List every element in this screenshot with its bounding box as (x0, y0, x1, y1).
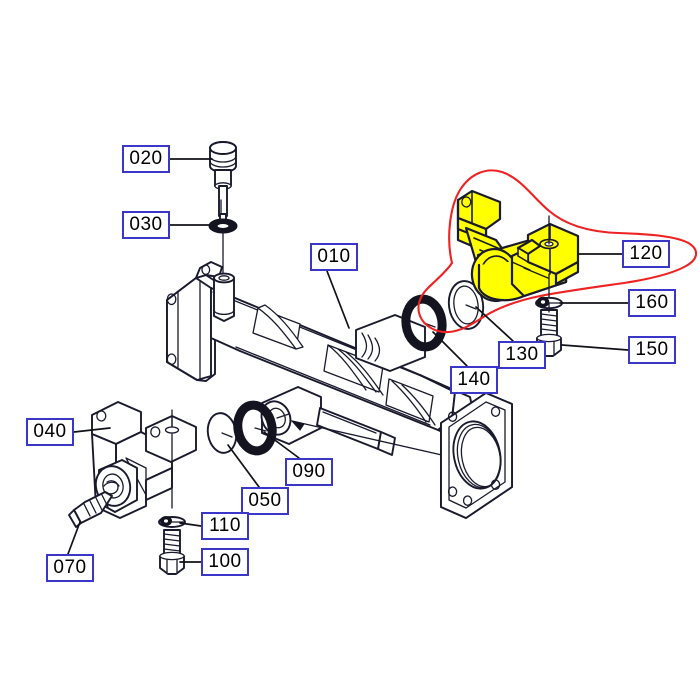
callout-110[interactable]: 110 (201, 512, 249, 540)
leader-040 (73, 427, 111, 433)
part-120-highlighted-bracket (456, 189, 580, 303)
left-flange (166, 261, 223, 382)
leader-010 (326, 270, 350, 329)
callout-120[interactable]: 120 (622, 240, 670, 268)
leader-130 (475, 306, 514, 342)
leader-lines (67, 158, 629, 563)
dipstick-tube (213, 231, 235, 322)
callout-160[interactable]: 160 (628, 289, 676, 317)
leader-140 (432, 331, 468, 367)
callout-010[interactable]: 010 (310, 243, 358, 271)
part-110-spring-washer (158, 516, 186, 528)
part-100-hex-bolt (159, 529, 185, 575)
part-090-o-ring-medium (233, 400, 277, 456)
highlight-outline (417, 169, 698, 334)
callout-050[interactable]: 050 (241, 487, 289, 515)
part-020-dipstick-cap (209, 141, 237, 229)
part-070-drain-plug (68, 491, 113, 528)
callout-130[interactable]: 130 (498, 341, 546, 369)
callout-030[interactable]: 030 (122, 211, 170, 239)
part-010-manifold-body (166, 261, 513, 519)
leader-150 (561, 344, 629, 351)
leader-110 (179, 522, 202, 527)
callout-100[interactable]: 100 (201, 548, 249, 576)
part-130-gasket-ring (447, 280, 485, 330)
callout-040[interactable]: 040 (26, 418, 74, 446)
part-040-support-bracket (91, 401, 197, 519)
callout-070[interactable]: 070 (46, 554, 94, 582)
right-flange (440, 392, 513, 519)
leader-070 (67, 521, 81, 555)
callout-020[interactable]: 020 (122, 145, 170, 173)
callout-140[interactable]: 140 (450, 366, 498, 394)
callout-150[interactable]: 150 (628, 336, 676, 364)
leader-050 (227, 444, 260, 488)
part-030-o-ring-small (208, 218, 238, 234)
callout-090[interactable]: 090 (285, 458, 333, 486)
leader-090 (263, 431, 300, 459)
